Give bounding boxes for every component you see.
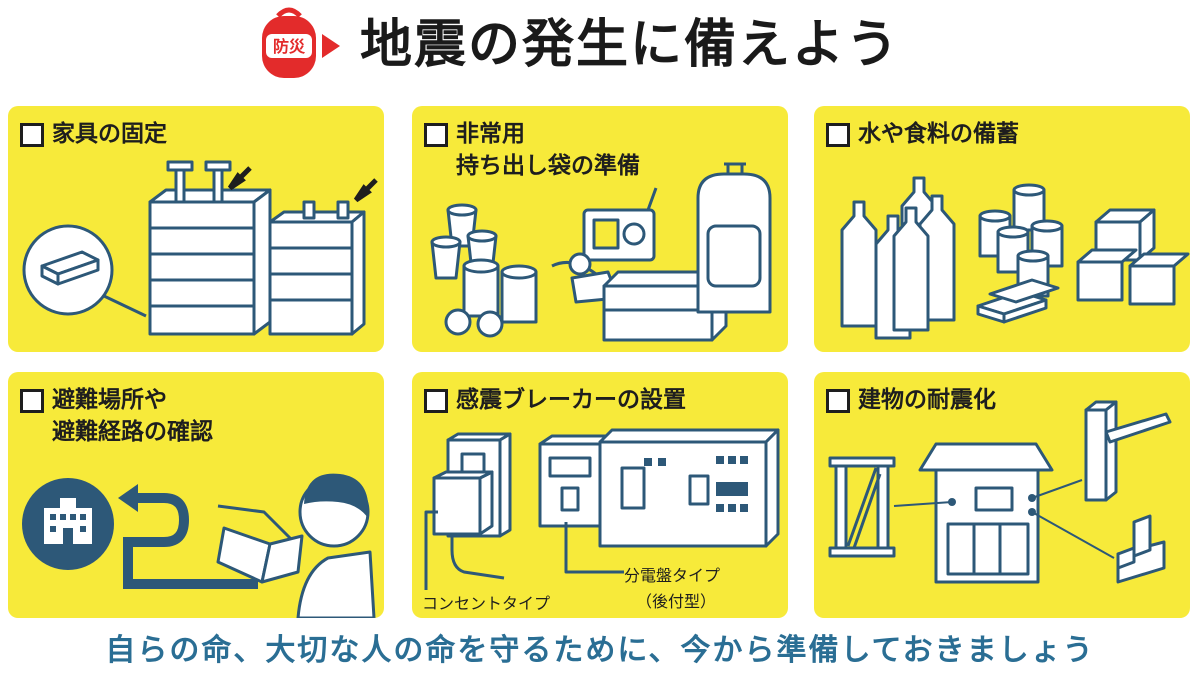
checkbox-icon[interactable] bbox=[826, 389, 850, 413]
arrow-tip bbox=[322, 34, 340, 58]
header: 防災 地震の発生に備えよう bbox=[0, 0, 1200, 92]
panel-furniture-fixing: 家具の固定 bbox=[8, 106, 384, 352]
panel-emergency-bag: 非常用 持ち出し袋の準備 bbox=[412, 106, 788, 352]
backpack-icon: 防災 bbox=[262, 7, 316, 78]
caption-retrofit: （後付型） bbox=[636, 592, 717, 611]
panel-title-line: 避難経路の確認 bbox=[52, 419, 213, 445]
checkbox-icon[interactable] bbox=[826, 123, 850, 147]
panel-title: 避難場所や 避難経路の確認 bbox=[20, 384, 213, 448]
evacuation-icon bbox=[22, 473, 376, 618]
checkbox-icon[interactable] bbox=[20, 123, 44, 147]
panel-evacuation: 避難場所や 避難経路の確認 bbox=[8, 372, 384, 618]
breaker-icon bbox=[424, 428, 780, 590]
checkbox-icon[interactable] bbox=[424, 123, 448, 147]
panel-seismic-breaker: 感震ブレーカーの設置 コンセントタイプ 分電盤タイプ （後付型） bbox=[412, 372, 788, 618]
building-icon bbox=[828, 400, 1172, 584]
caption-panel-type: 分電盤タイプ bbox=[624, 566, 721, 585]
panel-title-line: 建物の耐震化 bbox=[858, 387, 996, 413]
checkbox-icon[interactable] bbox=[424, 389, 448, 413]
panel-title: 非常用 持ち出し袋の準備 bbox=[424, 118, 640, 182]
badge-text: 防災 bbox=[273, 37, 306, 56]
panel-water-food: 水や食料の備蓄 bbox=[814, 106, 1190, 352]
panel-title-line: 避難場所や bbox=[52, 387, 167, 413]
furniture-icon bbox=[22, 160, 378, 336]
emergency-bag-icon bbox=[430, 162, 772, 342]
checkbox-icon[interactable] bbox=[20, 389, 44, 413]
panel-title: 建物の耐震化 bbox=[826, 384, 996, 416]
footer-message: 自らの命、大切な人の命を守るために、今から準備しておきましょう bbox=[105, 633, 1095, 668]
panel-title: 家具の固定 bbox=[20, 118, 167, 150]
caption-outlet-type: コンセントタイプ bbox=[422, 594, 551, 613]
panel-seismic-retrofit: 建物の耐震化 bbox=[814, 372, 1190, 618]
panel-title: 感震ブレーカーの設置 bbox=[424, 384, 686, 416]
panel-title-line: 持ち出し袋の準備 bbox=[456, 153, 640, 179]
panel-title-line: 水や食料の備蓄 bbox=[858, 121, 1019, 147]
panel-title-line: 家具の固定 bbox=[52, 121, 167, 147]
water-food-icon bbox=[840, 176, 1190, 340]
panel-title-line: 非常用 bbox=[456, 121, 525, 147]
panel-title-line: 感震ブレーカーの設置 bbox=[456, 387, 686, 413]
panel-title: 水や食料の備蓄 bbox=[826, 118, 1019, 150]
page-title: 地震の発生に備えよう bbox=[360, 15, 901, 75]
